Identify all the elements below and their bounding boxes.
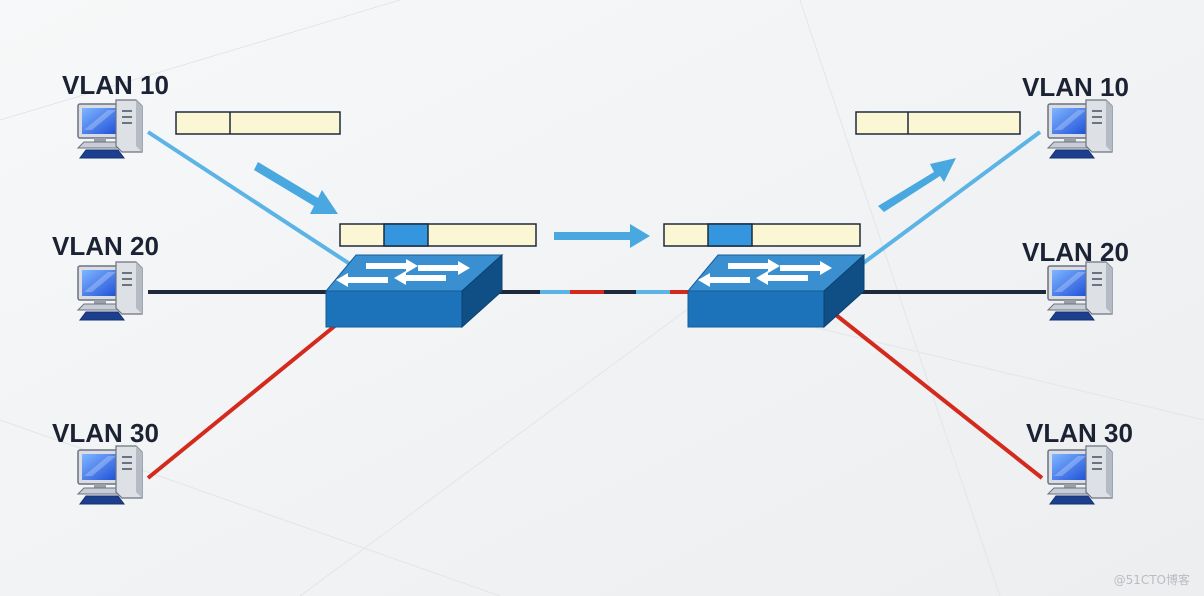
host-right-vlan30-label: VLAN 30 [1026,418,1133,448]
frame-tagged-left [339,223,537,247]
host-right-vlan20-label: VLAN 20 [1022,237,1129,267]
frame-tagged-right [663,223,861,247]
link-right-vlan30 [834,313,1044,480]
arrow-icon [554,224,650,248]
link-right-vlan10 [860,130,1042,266]
host-right-vlan10-label: VLAN 10 [1022,72,1129,102]
watermark: @51CTO博客 [1113,573,1190,587]
link-left-vlan10 [146,130,358,270]
host-left-vlan10-label: VLAN 10 [62,70,169,100]
frame-untagged-left [175,111,341,135]
host-left-vlan30-label: VLAN 30 [52,418,159,448]
frame-untagged-right [855,111,1021,135]
arrow-icon [878,158,956,212]
host-left-vlan20-label: VLAN 20 [52,231,159,261]
arrow-icon [254,162,338,214]
link-left-vlan30 [146,323,338,480]
